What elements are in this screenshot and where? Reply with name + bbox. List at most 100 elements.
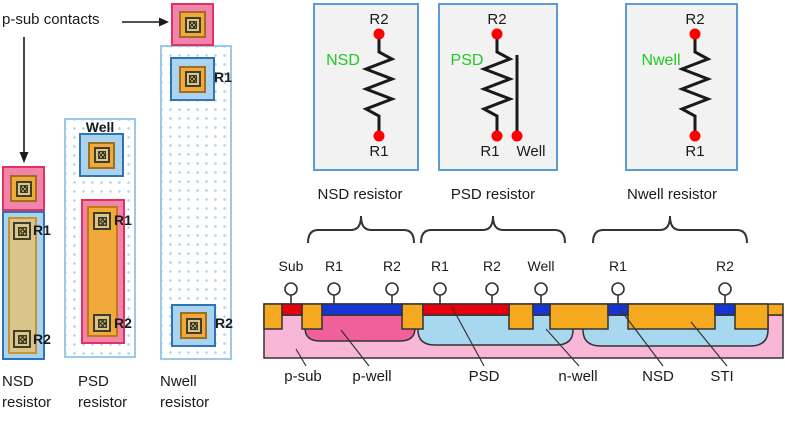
sti-block	[301, 303, 323, 330]
nsd-r1-plug	[607, 303, 629, 316]
terminal-circle	[718, 282, 732, 296]
nwell-r2-label: R2	[215, 315, 233, 331]
psd-r2-label: R2	[114, 315, 132, 331]
sti-pointer	[690, 321, 728, 367]
nsd-r1-contact	[13, 222, 31, 240]
psd-well-contact-square	[79, 133, 124, 177]
psub-contacts-arrows	[19, 17, 169, 163]
psd-r2-contact	[93, 314, 111, 332]
region-label-nwell: n-well	[558, 368, 598, 385]
nsd-pointer	[619, 308, 664, 367]
schematic-material-label: PSD	[450, 52, 484, 69]
region-label-nsd: NSD	[642, 368, 674, 385]
region-label-pwell: p-well	[352, 368, 392, 385]
nsd-psub-contact-square	[2, 166, 45, 211]
nwell-r1-contact-square	[170, 57, 215, 101]
terminal-label-r2: R2	[483, 258, 501, 274]
schematic-material-label: Nwell	[641, 52, 681, 69]
contact-hatch	[188, 20, 197, 29]
contact-hatch	[189, 321, 198, 330]
nsd-resistor-symbol	[361, 28, 397, 142]
terminal-dot	[511, 130, 523, 142]
contact-via	[180, 312, 207, 339]
terminal-dot	[689, 130, 701, 142]
psd-resistor-strip	[422, 303, 510, 316]
sti-block	[263, 303, 283, 330]
terminal-dot	[491, 130, 503, 142]
nwell-layout-caption: Nwell resistor	[160, 373, 210, 411]
nwell-r2-contact-square	[171, 304, 216, 347]
schematic-bottom-terminal: R1	[685, 143, 705, 160]
contact	[15, 180, 32, 197]
terminal-dot	[491, 28, 503, 40]
terminal-dot	[373, 130, 385, 142]
terminal-dot	[373, 28, 385, 40]
contact-hatch	[97, 151, 106, 159]
contact	[184, 71, 201, 87]
schematic-top-terminal: R2	[369, 11, 389, 28]
schematic-bottom-terminal: R1	[369, 143, 389, 160]
contact-via	[10, 175, 37, 202]
contact-hatch	[97, 216, 107, 226]
contact-hatch	[17, 334, 27, 344]
p-sub-pointer	[295, 348, 307, 367]
contact-via	[179, 11, 206, 38]
nwell-psub-contact-square	[171, 3, 214, 46]
schematic-material-label: NSD	[326, 52, 360, 69]
terminal-dot	[689, 28, 701, 40]
p-well-pointer	[340, 329, 370, 367]
terminal-label-r2: R2	[383, 258, 401, 274]
psd-sub-strip	[281, 303, 303, 316]
sti-block	[508, 303, 534, 330]
region-label-psub: p-sub	[284, 368, 322, 385]
nsd-group-brace	[307, 215, 415, 244]
nwell-schematic-box: R2 Nwell R1	[625, 3, 738, 171]
nsd-well-plug	[532, 303, 551, 316]
terminal-circle	[327, 282, 341, 296]
psd-pointer	[451, 306, 485, 367]
cross-section-drawing	[263, 215, 784, 367]
nsd-layout-caption: NSD resistor	[2, 373, 52, 411]
contact-via	[88, 141, 115, 169]
sti-block	[401, 303, 424, 330]
nsd-schematic-caption: NSD resistor	[317, 186, 403, 203]
terminal-label-sub: Sub	[278, 258, 304, 274]
terminal-circle	[534, 282, 548, 296]
contact	[93, 147, 110, 163]
contact-hatch	[188, 75, 197, 83]
nsd-r2-plug	[714, 303, 736, 316]
psd-resistor-symbol	[479, 28, 523, 142]
p-well-region	[304, 314, 416, 342]
contact-hatch	[97, 318, 107, 328]
terminal-label-r2: R2	[716, 258, 734, 274]
sti-block	[734, 303, 769, 330]
contact	[184, 16, 201, 33]
region-label-psd: PSD	[468, 368, 500, 385]
terminal-label-well: Well	[527, 258, 555, 274]
nwell-resistor-symbol	[677, 28, 713, 142]
terminal-circle	[433, 282, 447, 296]
terminal-label-r1: R1	[609, 258, 627, 274]
terminal-label-r1: R1	[431, 258, 449, 274]
schematic-top-terminal: R2	[487, 11, 507, 28]
psd-schematic-caption: PSD resistor	[450, 186, 536, 203]
terminal-label-r1: R1	[325, 258, 343, 274]
terminal-circle	[385, 282, 399, 296]
region-label-sti: STI	[710, 368, 734, 385]
terminal-circle	[485, 282, 499, 296]
nwell-schematic-caption: Nwell resistor	[626, 186, 717, 203]
contact	[185, 317, 202, 334]
nsd-resistor-strip	[321, 303, 403, 316]
psd-r1-label: R1	[114, 212, 132, 228]
terminal-circle	[284, 282, 298, 296]
sti-block	[627, 303, 716, 330]
nsd-r2-label: R2	[33, 331, 51, 347]
contact-hatch	[17, 226, 27, 236]
contact-via	[179, 65, 206, 93]
schematic-top-terminal: R2	[685, 11, 705, 28]
psd-layout-caption: PSD resistor	[78, 373, 128, 411]
contact-hatch	[19, 184, 28, 193]
n-well-pointer	[545, 328, 580, 367]
sti-block	[549, 303, 609, 330]
